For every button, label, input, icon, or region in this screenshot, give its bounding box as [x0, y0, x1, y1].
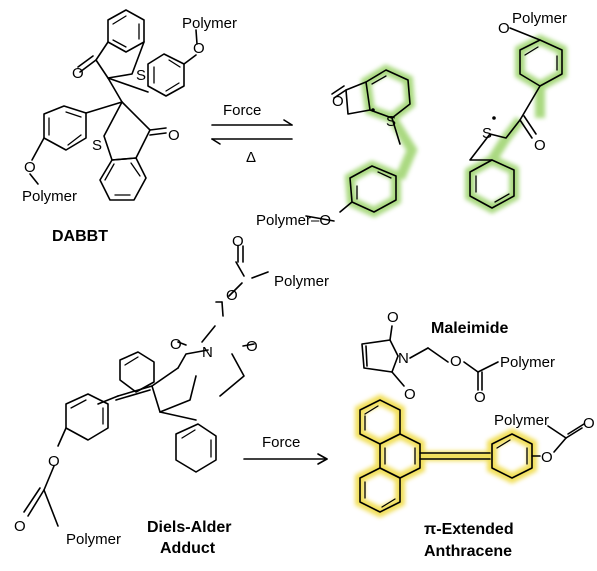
- substituent-label: Polymer: [494, 412, 549, 429]
- phenyl-ring: [43, 105, 87, 151]
- atom-label: N: [202, 344, 213, 361]
- dabbt-molecule: [29, 9, 198, 201]
- forward-arrow: [243, 453, 328, 465]
- anthracene-product: [355, 394, 585, 518]
- atom-label: S: [92, 137, 102, 154]
- substituent-label: Polymer: [512, 10, 567, 27]
- radical-dot: [492, 116, 496, 120]
- substituent-label: Polymer: [274, 273, 329, 290]
- atom-label: O: [48, 453, 60, 470]
- benzo-ring: [99, 157, 147, 201]
- reverse-arrow: [211, 138, 293, 145]
- adduct-label-line1: Diels-Alder: [147, 519, 231, 536]
- atom-label: O: [450, 353, 462, 370]
- atom-label: N: [398, 350, 409, 367]
- atom-label: S: [386, 113, 396, 130]
- anthracene-ring: [359, 467, 401, 513]
- atom-label: S: [136, 67, 146, 84]
- atom-label: O: [14, 518, 26, 535]
- substituent-label: Polymer: [22, 188, 77, 205]
- benzo-ring: [175, 423, 217, 473]
- atom-label: O: [541, 449, 553, 466]
- force-label: Force: [223, 102, 261, 119]
- maleimide-molecule: [361, 325, 499, 391]
- substituent-label: Polymer: [500, 354, 555, 371]
- atom-label: O: [474, 389, 486, 406]
- dabbt-label: DABBT: [52, 228, 108, 245]
- atom-label: O: [232, 233, 244, 250]
- atom-label: O: [498, 20, 510, 37]
- atom-label: O: [332, 93, 344, 110]
- anthracene-label-line1: π-Extended: [424, 521, 514, 538]
- atom-label: S: [482, 125, 492, 142]
- forward-arrow: [211, 119, 293, 126]
- atom-label: O: [170, 336, 182, 353]
- phenyl-ring: [65, 393, 109, 441]
- heat-symbol: Δ: [246, 149, 256, 166]
- substituent-bond-label: Polymer–O: [256, 212, 331, 229]
- atom-label: O: [583, 415, 595, 432]
- atom-label: O: [404, 386, 416, 403]
- adduct-label-line2: Adduct: [160, 540, 216, 557]
- atom-label: O: [246, 338, 258, 355]
- substituent-label: Polymer: [182, 15, 237, 32]
- atom-label: O: [24, 159, 36, 176]
- force-label: Force: [262, 434, 300, 451]
- atom-label: O: [72, 65, 84, 82]
- radical-products: [305, 27, 567, 222]
- phenyl-ring: [491, 433, 533, 479]
- atom-label: O: [193, 40, 205, 57]
- diels-alder-adduct: [23, 245, 269, 527]
- maleimide-label: Maleimide: [431, 320, 508, 337]
- atom-label: O: [534, 137, 546, 154]
- anthracene-label-line2: Anthracene: [424, 543, 512, 560]
- atom-label: O: [226, 287, 238, 304]
- atom-label: O: [387, 309, 399, 326]
- radical-dot: [371, 108, 375, 112]
- substituent-label: Polymer: [66, 531, 121, 548]
- benzo-ring: [119, 351, 155, 393]
- atom-label: O: [168, 127, 180, 144]
